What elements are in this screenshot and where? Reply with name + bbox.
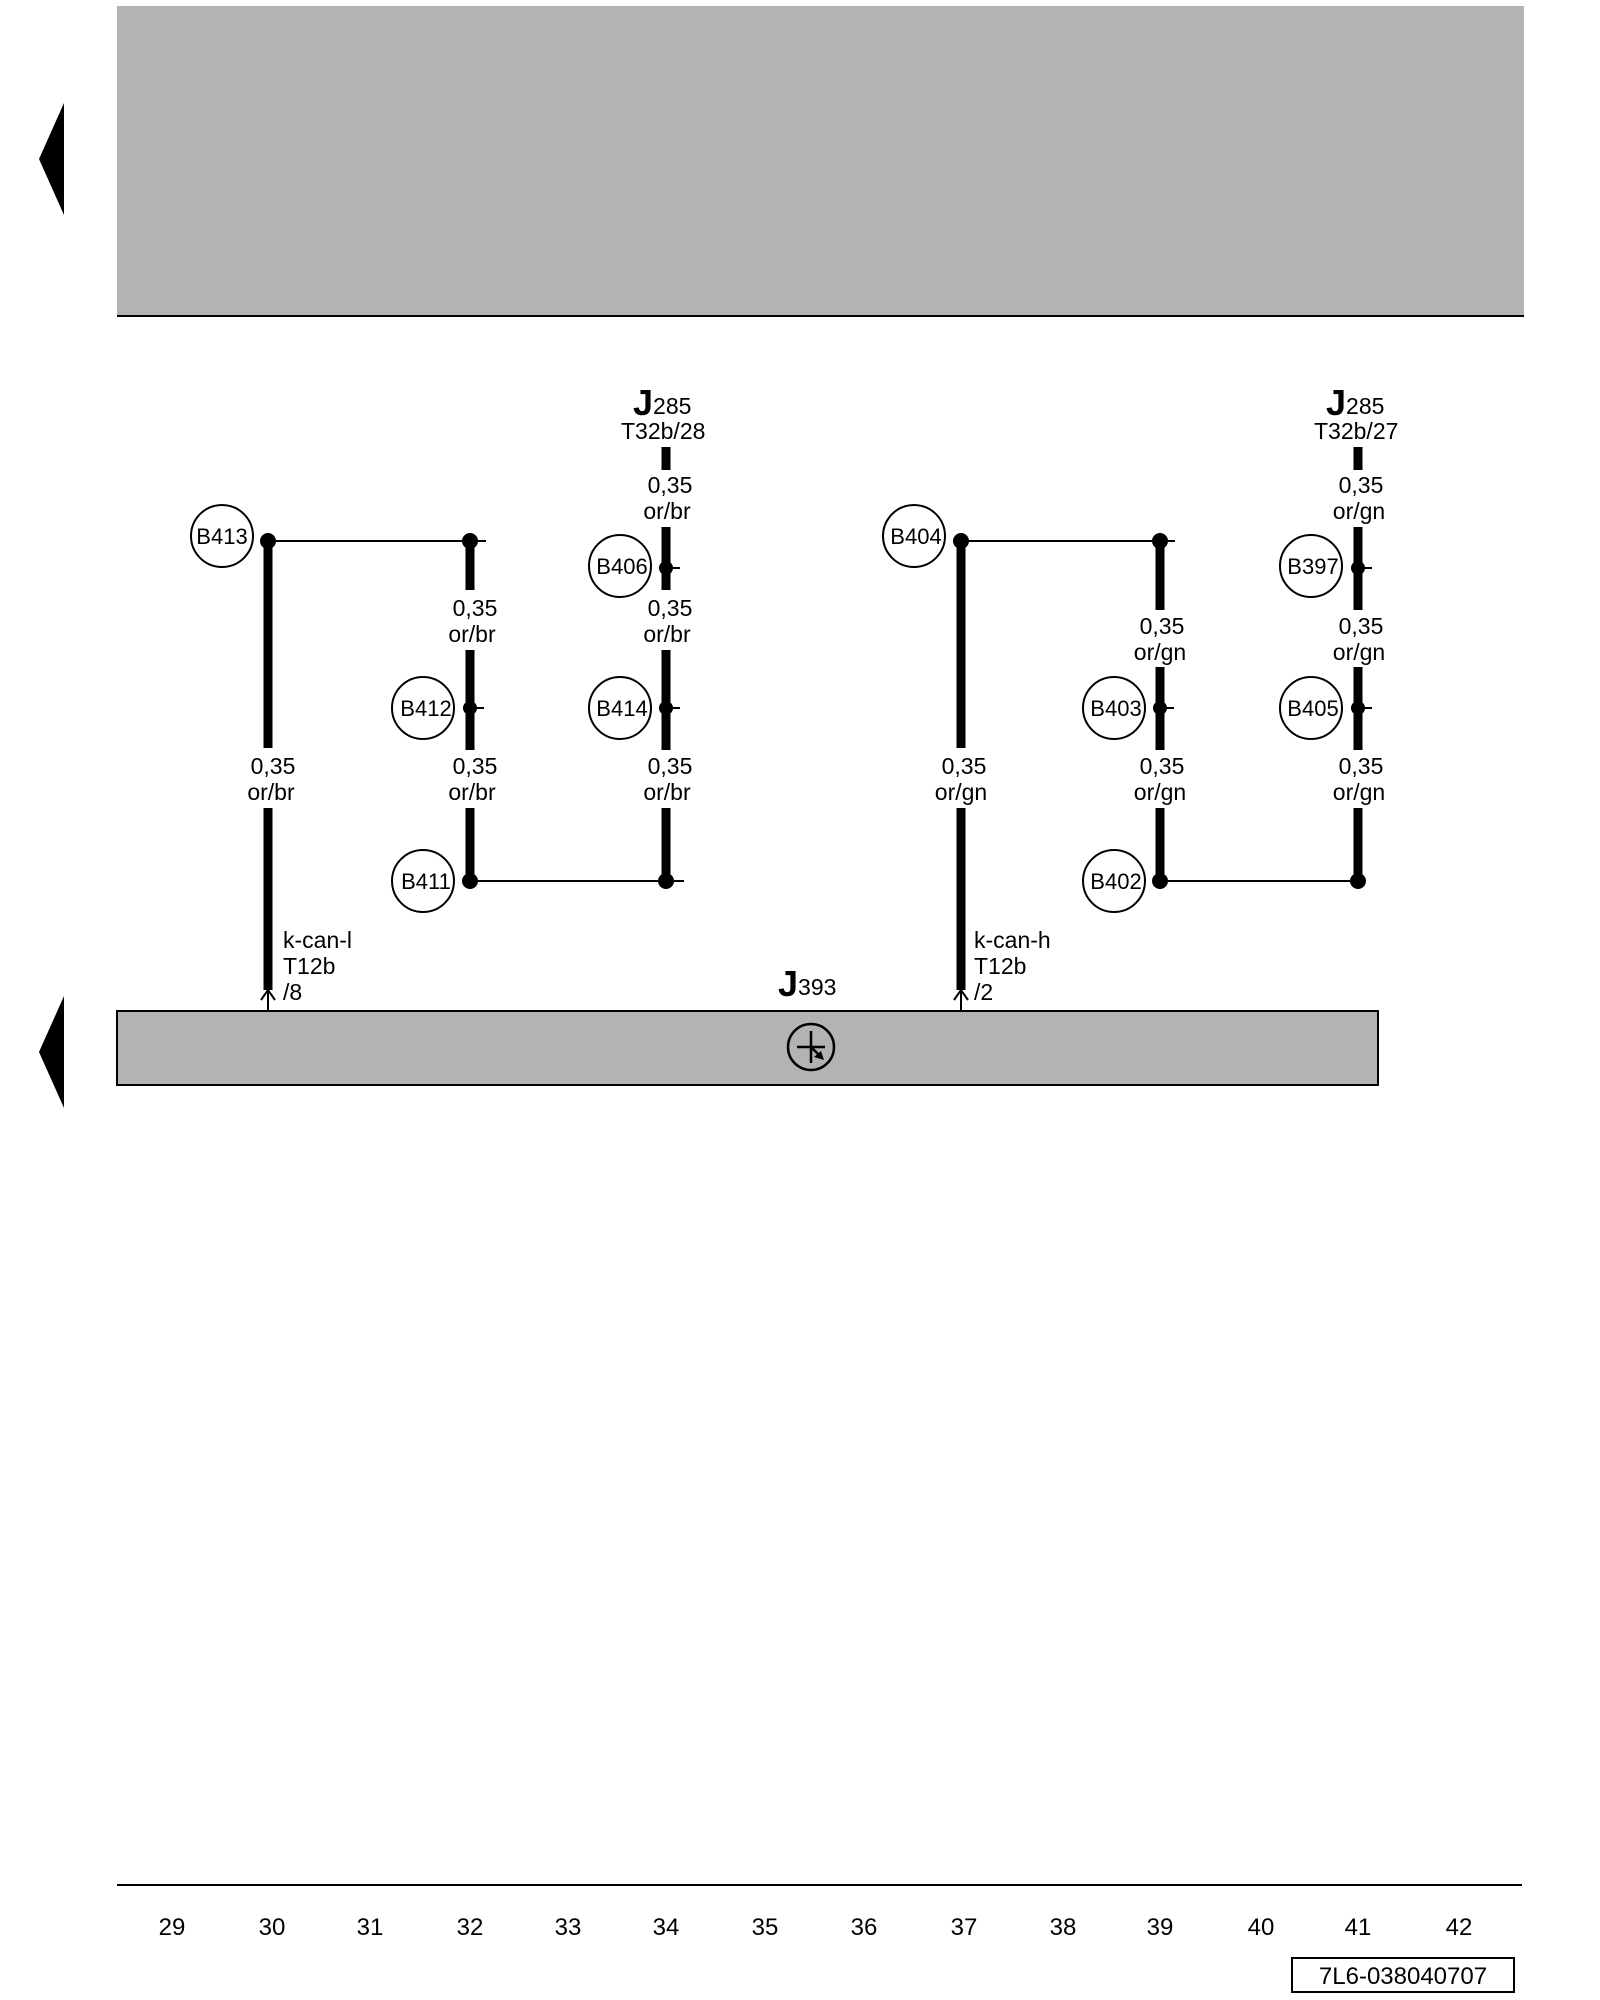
terminal-arrow-right-icon: [953, 988, 969, 1001]
connector-circle-b402[interactable]: [1082, 849, 1146, 913]
terminal-pin-left: /8: [283, 979, 302, 1005]
terminal-pin-right: /2: [974, 979, 993, 1005]
j393-control-unit-box[interactable]: [116, 1010, 1379, 1086]
connector-circle-b406[interactable]: [588, 534, 652, 598]
track-number: 32: [457, 1914, 484, 1941]
wire-size-col34-mid: 0,35: [648, 595, 693, 621]
wire-size-col41-mid: 0,35: [1339, 613, 1384, 639]
connector-label-b411: B411: [401, 869, 451, 894]
track-number: 29: [159, 1914, 186, 1941]
wire-color-col41-top: or/gn: [1333, 498, 1385, 524]
terminal-connector-right: T12b: [974, 953, 1026, 979]
j285-right-pin: T32b/27: [1314, 418, 1398, 444]
wire-color-b404: or/gn: [935, 779, 987, 805]
wire-size-col34-top: 0,35: [648, 472, 693, 498]
wire-color-col34-mid: or/br: [643, 621, 691, 647]
wire-color-col34-bottom: or/br: [643, 779, 691, 805]
wire-color-col34-top: or/br: [643, 498, 691, 524]
wire-color-col32-bottom: or/br: [448, 779, 496, 805]
connector-circle-b404[interactable]: [882, 504, 946, 568]
track-number: 31: [357, 1914, 384, 1941]
connector-label-b405: B405: [1287, 696, 1338, 721]
wire-color-col32-top: or/br: [448, 621, 496, 647]
track-number: 36: [851, 1914, 878, 1941]
connector-label-b413: B413: [196, 524, 247, 549]
wire-color-col41-mid: or/gn: [1333, 639, 1385, 665]
wire-size-col41-top: 0,35: [1339, 472, 1384, 498]
track-number: 40: [1248, 1914, 1275, 1941]
track-number: 38: [1050, 1914, 1077, 1941]
wire-size-col32-top: 0,35: [453, 595, 498, 621]
connector-label-b402: B402: [1090, 869, 1141, 894]
connector-circle-b403[interactable]: [1082, 676, 1146, 740]
connector-circle-b397[interactable]: [1279, 534, 1343, 598]
connector-circle-b412[interactable]: [391, 676, 455, 740]
wire-size-col39-bottom: 0,35: [1140, 753, 1185, 779]
connector-label-b406: B406: [596, 554, 647, 579]
connector-label-b404: B404: [890, 524, 941, 549]
splice-dot-col41-bottom: [1350, 873, 1366, 889]
wire-color-b413: or/br: [247, 779, 295, 805]
track-number: 37: [951, 1914, 978, 1941]
track-number: 30: [259, 1914, 286, 1941]
j285-right-label: J285: [1326, 382, 1384, 423]
track-number: 35: [752, 1914, 779, 1941]
splice-dot-b411: [462, 873, 478, 889]
document-id-box: [1291, 1957, 1515, 1993]
connector-circle-b411[interactable]: [391, 849, 455, 913]
splice-dot-b402: [1152, 873, 1168, 889]
splice-dot-col32-top: [462, 533, 478, 549]
connector-label-b412: B412: [400, 696, 451, 721]
connector-circle-b405[interactable]: [1279, 676, 1343, 740]
splice-dot-b413: [260, 533, 276, 549]
terminal-signal-left: k-can-l: [283, 927, 352, 953]
wire-size-b404: 0,35: [942, 753, 987, 779]
document-id: 7L6-038040707: [1319, 1963, 1487, 1990]
track-numbers: 29 30 31 32 33 34 35 36 37 38 39 40 41 42: [159, 1914, 1473, 1941]
nav-arrow-top-icon[interactable]: [39, 103, 64, 215]
splice-dot-b404: [953, 533, 969, 549]
connector-circle-b414[interactable]: [588, 676, 652, 740]
track-number: 39: [1147, 1914, 1174, 1941]
track-number: 42: [1446, 1914, 1473, 1941]
wire-size-b413: 0,35: [251, 753, 296, 779]
connector-label-b397: B397: [1287, 554, 1338, 579]
wire-color-col41-bottom: or/gn: [1333, 779, 1385, 805]
wire-size-col32-bottom: 0,35: [453, 753, 498, 779]
j393-label: J393: [778, 963, 836, 1004]
track-number: 33: [555, 1914, 582, 1941]
connector-label-b403: B403: [1090, 696, 1141, 721]
j285-left-label: J285: [633, 382, 691, 423]
connector-circle-b413[interactable]: [190, 504, 254, 568]
terminal-signal-right: k-can-h: [974, 927, 1051, 953]
track-number: 34: [653, 1914, 680, 1941]
track-number: 41: [1345, 1914, 1372, 1941]
header-panel: [117, 6, 1524, 315]
splice-dot-col39-top: [1152, 533, 1168, 549]
wire-size-col41-bottom: 0,35: [1339, 753, 1384, 779]
j285-left-pin: T32b/28: [621, 418, 705, 444]
connector-label-b414: B414: [596, 696, 647, 721]
splice-dot-col34-bottom: [658, 873, 674, 889]
wire-color-col39-top: or/gn: [1134, 639, 1186, 665]
wire-size-col34-bottom: 0,35: [648, 753, 693, 779]
control-unit-symbol-icon: [786, 1022, 836, 1072]
nav-arrow-bottom-icon[interactable]: [39, 996, 64, 1108]
wire-color-col39-bottom: or/gn: [1134, 779, 1186, 805]
terminal-connector-left: T12b: [283, 953, 335, 979]
terminal-arrow-left-icon: [260, 988, 276, 1001]
wire-size-col39-top: 0,35: [1140, 613, 1185, 639]
